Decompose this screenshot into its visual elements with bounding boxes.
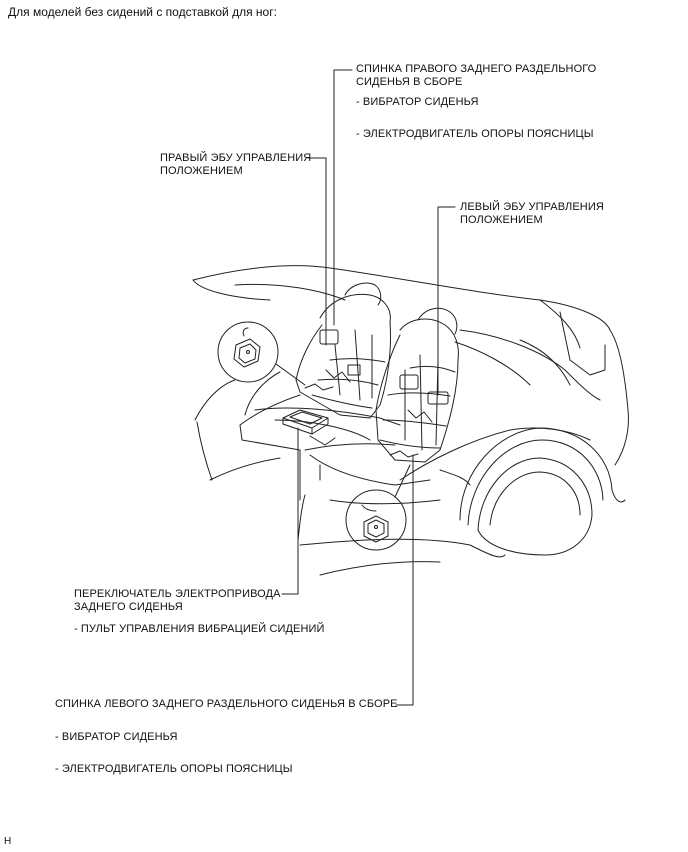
right-backrest-item-vibrator: - ВИБРАТОР СИДЕНЬЯ bbox=[356, 96, 479, 108]
left-ecu-label-line2: ПОЛОЖЕНИЕМ bbox=[460, 214, 543, 226]
right-seatback bbox=[295, 282, 391, 419]
left-backrest-item-vibrator: - ВИБРАТОР СИДЕНЬЯ bbox=[55, 731, 178, 743]
left-seatback bbox=[375, 307, 459, 463]
leader-lines bbox=[281, 69, 456, 706]
footer-code: H bbox=[4, 836, 12, 847]
left-backrest-label: СПИНКА ЛЕВОГО ЗАДНЕГО РАЗДЕЛЬНОГО СИДЕНЬ… bbox=[55, 698, 398, 710]
page-title: Для моделей без сидений с подставкой для… bbox=[8, 5, 277, 19]
detail-circle-left-ecu bbox=[345, 464, 411, 551]
right-backrest-item-lumbar: - ЭЛЕКТРОДВИГАТЕЛЬ ОПОРЫ ПОЯСНИЦЫ bbox=[356, 128, 594, 140]
rear-seat-base bbox=[254, 407, 471, 541]
seat-switch-panel bbox=[282, 409, 336, 446]
left-ecu-label-line1: ЛЕВЫЙ ЭБУ УПРАВЛЕНИЯ bbox=[460, 201, 604, 213]
right-ecu-label-line1: ПРАВЫЙ ЭБУ УПРАВЛЕНИЯ bbox=[160, 152, 312, 164]
switch-label-line2: ЗАДНЕГО СИДЕНЬЯ bbox=[74, 601, 183, 613]
car-body-outline bbox=[192, 265, 629, 576]
right-backrest-label-line1: СПИНКА ПРАВОГО ЗАДНЕГО РАЗДЕЛЬНОГО bbox=[356, 63, 597, 75]
detail-circle-right-ecu bbox=[217, 321, 306, 386]
right-backrest-label-line2: СИДЕНЬЯ В СБОРЕ bbox=[356, 76, 463, 88]
switch-item-vibration-panel: - ПУЛЬТ УПРАВЛЕНИЯ ВИБРАЦИЕЙ СИДЕНИЙ bbox=[74, 623, 325, 635]
right-ecu-label-line2: ПОЛОЖЕНИЕМ bbox=[160, 165, 243, 177]
left-backrest-item-lumbar: - ЭЛЕКТРОДВИГАТЕЛЬ ОПОРЫ ПОЯСНИЦЫ bbox=[55, 763, 293, 775]
switch-label-line1: ПЕРЕКЛЮЧАТЕЛЬ ЭЛЕКТРОПРИВОДА bbox=[74, 588, 281, 600]
